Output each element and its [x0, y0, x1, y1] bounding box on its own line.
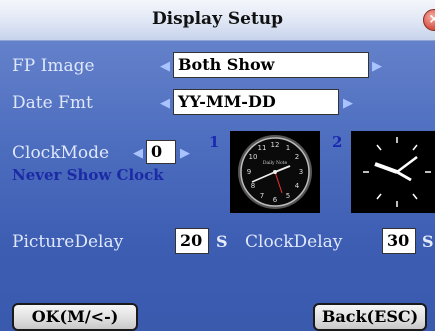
svg-text:5: 5	[286, 192, 290, 200]
clock-mode-label: ClockMode	[12, 143, 110, 163]
date-fmt-field[interactable]: YY-MM-DD	[173, 89, 339, 115]
back-button[interactable]: Back(ESC)	[313, 303, 427, 331]
picture-delay-label: PictureDelay	[12, 232, 124, 252]
clock-delay-field[interactable]: 30	[382, 228, 416, 254]
title-bar: Display Setup ×	[0, 0, 435, 41]
fp-image-next-icon[interactable]: ▶	[372, 59, 382, 74]
analog-clock-square-icon	[351, 131, 435, 213]
picture-delay-field[interactable]: 20	[175, 228, 209, 254]
clock-delay-label: ClockDelay	[245, 232, 343, 252]
svg-text:12: 12	[271, 141, 280, 149]
ok-button[interactable]: OK(M/<-)	[12, 303, 138, 331]
clock-mode-field[interactable]: 0	[146, 140, 176, 164]
svg-text:1: 1	[286, 144, 290, 152]
picture-delay-unit: S	[216, 232, 228, 251]
svg-text:3: 3	[299, 168, 303, 176]
clock-mode-next-icon[interactable]: ▶	[180, 146, 190, 161]
svg-text:11: 11	[258, 144, 267, 152]
clock-option-1-number: 1	[209, 133, 220, 151]
svg-text:9: 9	[247, 168, 251, 176]
fp-image-prev-icon[interactable]: ◀	[160, 59, 170, 74]
svg-text:7: 7	[260, 192, 264, 200]
window-title: Display Setup	[151, 9, 284, 29]
clock-mode-prev-icon[interactable]: ◀	[133, 146, 143, 161]
fp-image-label: FP Image	[12, 56, 95, 76]
svg-text:8: 8	[251, 182, 255, 190]
fp-image-field[interactable]: Both Show	[173, 52, 369, 78]
date-fmt-prev-icon[interactable]: ◀	[160, 96, 170, 111]
svg-text:2: 2	[295, 153, 299, 161]
svg-text:4: 4	[295, 182, 300, 190]
date-fmt-next-icon[interactable]: ▶	[343, 96, 353, 111]
svg-text:10: 10	[249, 153, 258, 161]
date-fmt-label: Date Fmt	[12, 93, 93, 113]
clock-mode-description: Never Show Clock	[12, 166, 164, 184]
svg-text:6: 6	[273, 196, 278, 204]
clock-option-2-number: 2	[332, 133, 343, 151]
clock-option-2[interactable]	[351, 131, 435, 213]
clock-delay-unit: S	[422, 232, 434, 251]
clock-caption: Daily Note	[263, 160, 288, 166]
